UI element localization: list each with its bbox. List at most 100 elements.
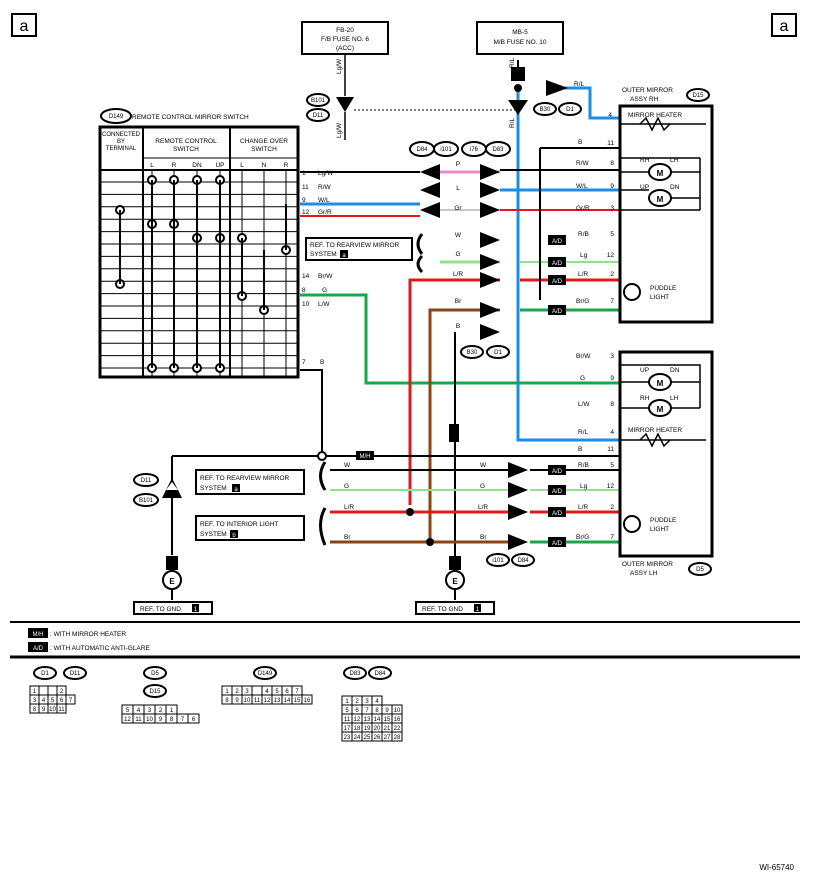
switch-col-remote-1: REMOTE CONTROL [155, 138, 217, 145]
connector-cell-number: 2 [60, 689, 64, 695]
connector-cell [391, 731, 403, 742]
lower-wire-label: G [344, 483, 349, 490]
connector-arrow-left [420, 182, 440, 198]
mirror-title: ASSY RH [630, 96, 659, 103]
fuse-fb20-wire: Lg/W [336, 58, 343, 74]
connector-label: D11 [313, 113, 324, 119]
mirror-pin-no: 5 [610, 462, 614, 469]
ref-mark: a [342, 253, 346, 259]
connector-bottom: i101 D84 [486, 553, 535, 567]
mirror-pin-no: 2 [610, 504, 614, 511]
connector-view-badge [63, 666, 87, 680]
ad-box [548, 465, 566, 475]
connector-view-badge [33, 666, 57, 680]
fuse-fb20-line2: F/B FUSE NO. 6 [321, 36, 369, 43]
connector-cell-number: 10 [244, 698, 251, 704]
connector-label: i76 [470, 147, 479, 153]
connector-b30-d1-lower: B30 D1 [460, 345, 510, 359]
connector-cell-number: 8 [375, 708, 379, 714]
motor-label: UP [640, 184, 649, 191]
connector-cell-number: 3 [245, 689, 249, 695]
motor-letter: M [657, 169, 664, 178]
connector-cell-number: 9 [42, 707, 46, 713]
connector-cell-number: 5 [126, 708, 130, 714]
connector-cell-number: 1 [33, 689, 37, 695]
mirror-pin-no: 9 [610, 183, 614, 190]
fuse-mb5-wire-lower: R/L [509, 118, 516, 129]
page-mark-left-text: a [20, 18, 29, 35]
switch-pin-no: 7 [302, 359, 306, 366]
ground-right: E REF. TO GND 1 [415, 556, 495, 615]
switch-pin-wire: W/L [318, 197, 330, 204]
legend-mh-text: : WITH MIRROR HEATER [50, 631, 126, 638]
motor-label: UP [640, 367, 649, 374]
connector-cell-number: 21 [384, 726, 391, 732]
puddle-label: PUDDLE [650, 285, 677, 292]
switch-pins: 1 Lg/W 11 R/W 9 W/L 12 Gr/R 14 Br/W 8 G … [302, 170, 334, 366]
mh-mark: M/H [360, 454, 371, 460]
ref-text: REF. TO INTERIOR LIGHT [200, 521, 279, 528]
connector-label: B101 [139, 498, 154, 504]
mirror-pin-wire: Lg [580, 252, 588, 259]
connector-cell-number: 5 [51, 698, 55, 704]
center-wire-label: Gr [454, 205, 462, 212]
switch-pin-no: 11 [302, 184, 309, 191]
center-wire-label: G [455, 251, 460, 258]
connector-cell [47, 685, 58, 696]
connector-cell-number: 1 [225, 689, 229, 695]
fuse-mb5-line1: MB-5 [512, 29, 528, 36]
lower-wire-label: L/R [478, 504, 488, 511]
puddle-label: LIGHT [650, 526, 669, 533]
outer-mirror-rh: OUTER MIRROR ASSY RH D15 MIRROR HEATER R… [618, 87, 714, 324]
connector-cell-number: 6 [192, 717, 196, 723]
connector-cell-number: 20 [374, 726, 381, 732]
mirror-pin-wire: B [578, 446, 582, 453]
ad-box [548, 275, 566, 285]
ad-markers: A/DA/DA/DA/DA/DA/DA/DA/D [548, 235, 566, 547]
connector-cell-number: 23 [344, 735, 351, 741]
connector-arrow-right [480, 254, 500, 270]
lower-left-brackets [319, 461, 327, 546]
switch-pin-wire: Br/W [318, 273, 333, 280]
mirror-pin-no: 2 [610, 271, 614, 278]
mirror-pin-wire: R/W [576, 160, 590, 167]
connector-cell-number: 12 [354, 717, 361, 723]
connector-arrow-right [508, 462, 528, 478]
connector-cell-number: 9 [235, 698, 239, 704]
puddle-label: LIGHT [650, 294, 669, 301]
connector-cell [38, 685, 49, 696]
ref-text: REF. TO REARVIEW MIRROR [200, 475, 290, 482]
mirror-pin-no: 12 [607, 252, 615, 259]
junction-dots [406, 84, 522, 546]
connector-view-badge [368, 666, 392, 680]
mirror-heater-label: MIRROR HEATER [628, 112, 682, 119]
connector-b30-d1: B30 D1 [508, 80, 582, 116]
switch-pin-wire: Gr/R [318, 209, 332, 216]
ad-box-label: A/D [552, 489, 563, 495]
lower-wire-label: W [344, 462, 351, 469]
ref-gnd-text: REF. TO GND [422, 606, 463, 613]
ref-interior-light: REF. TO INTERIOR LIGHT SYSTEM b [195, 515, 305, 541]
center-wire-labels: P L Gr W G L/R Br B [453, 161, 463, 330]
connector-cell-number: 14 [284, 698, 291, 704]
connector-view-label: D5 [151, 671, 159, 677]
connector-arrow-right [480, 232, 500, 248]
connector-cell [65, 694, 76, 705]
center-wire-label: L/R [453, 271, 463, 278]
switch-pin-wire: Lg/W [318, 170, 334, 177]
switch-pos-up: UP [215, 162, 224, 169]
connector-view-label: D1 [41, 671, 49, 677]
connector-cell-number: 15 [384, 717, 391, 723]
ground-left: D11 B101 E REF. TO GND 1 [133, 473, 213, 615]
mirror-pin-no: 12 [607, 483, 615, 490]
connector-view-badge [253, 666, 277, 680]
switch-pos-r: R [172, 162, 177, 169]
puddle-label: PUDDLE [650, 517, 677, 524]
switch-badge: D149 [109, 114, 124, 120]
connector-arrow-right [508, 482, 528, 498]
mirror-pin-wire: L/R [578, 271, 588, 278]
connector-arrow-right [480, 302, 500, 318]
center-wire-label: W [455, 232, 462, 239]
